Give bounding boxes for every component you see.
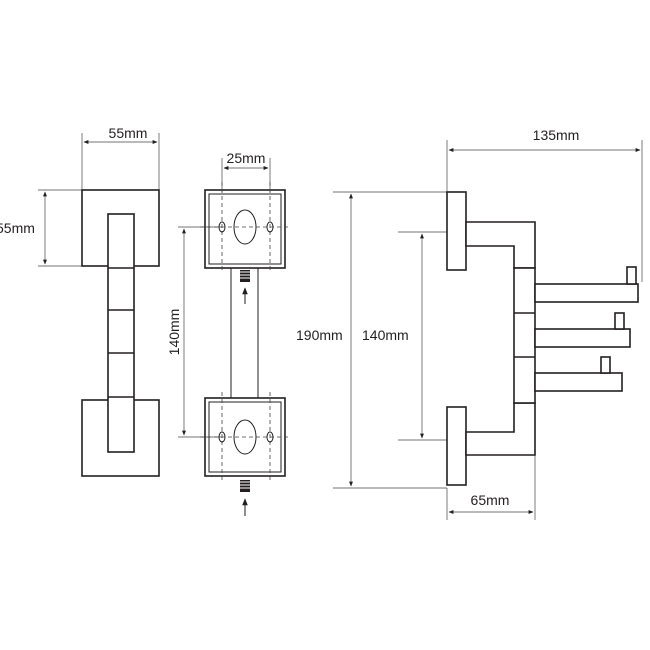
mount-bottom-screw-icon [240, 480, 250, 492]
mount-spacing-label: 140mm [166, 309, 182, 356]
mount-bottom-screw-hole-left [218, 431, 226, 443]
side-base-label: 65mm [471, 492, 510, 508]
mount-view: 25mm 140mm [166, 150, 290, 516]
side-view: 135mm 190mm 140mm 65mm [296, 127, 643, 520]
mount-top-plate [204, 189, 286, 269]
front-height-label: 55mm [0, 220, 35, 236]
side-swing-arm-2-end-cap [614, 312, 625, 330]
mount-top-screw-hole-right [266, 221, 274, 233]
mount-top-center-hole [233, 209, 257, 245]
side-top-wall-plate [446, 191, 467, 271]
side-top-arm-bracket [465, 221, 536, 269]
mount-top-plate-inner [208, 193, 282, 265]
side-vertical-column [513, 267, 536, 404]
front-view: 55mm 55mm [0, 125, 160, 477]
side-bottom-wall-plate [446, 406, 467, 486]
mount-bottom-center-hole [233, 419, 257, 455]
mount-width-label: 25mm [227, 150, 266, 166]
side-bottom-arm-bracket [465, 402, 536, 456]
side-swing-arm-2 [534, 328, 631, 348]
side-spacing-label: 140mm [362, 327, 409, 343]
side-swing-arm-3 [534, 372, 623, 392]
side-height-label: 190mm [296, 327, 343, 343]
front-width-label: 55mm [109, 125, 148, 141]
side-swing-arm-3-end-cap [600, 356, 611, 374]
mount-bottom-screw-hole-right [266, 431, 274, 443]
front-arm-column [107, 213, 135, 453]
mount-top-screw-icon [240, 270, 250, 282]
mount-top-screw-hole-left [218, 221, 226, 233]
side-swing-arm-1-end-cap [626, 266, 637, 285]
side-swing-arm-1 [534, 283, 639, 303]
side-depth-label: 135mm [533, 127, 580, 143]
